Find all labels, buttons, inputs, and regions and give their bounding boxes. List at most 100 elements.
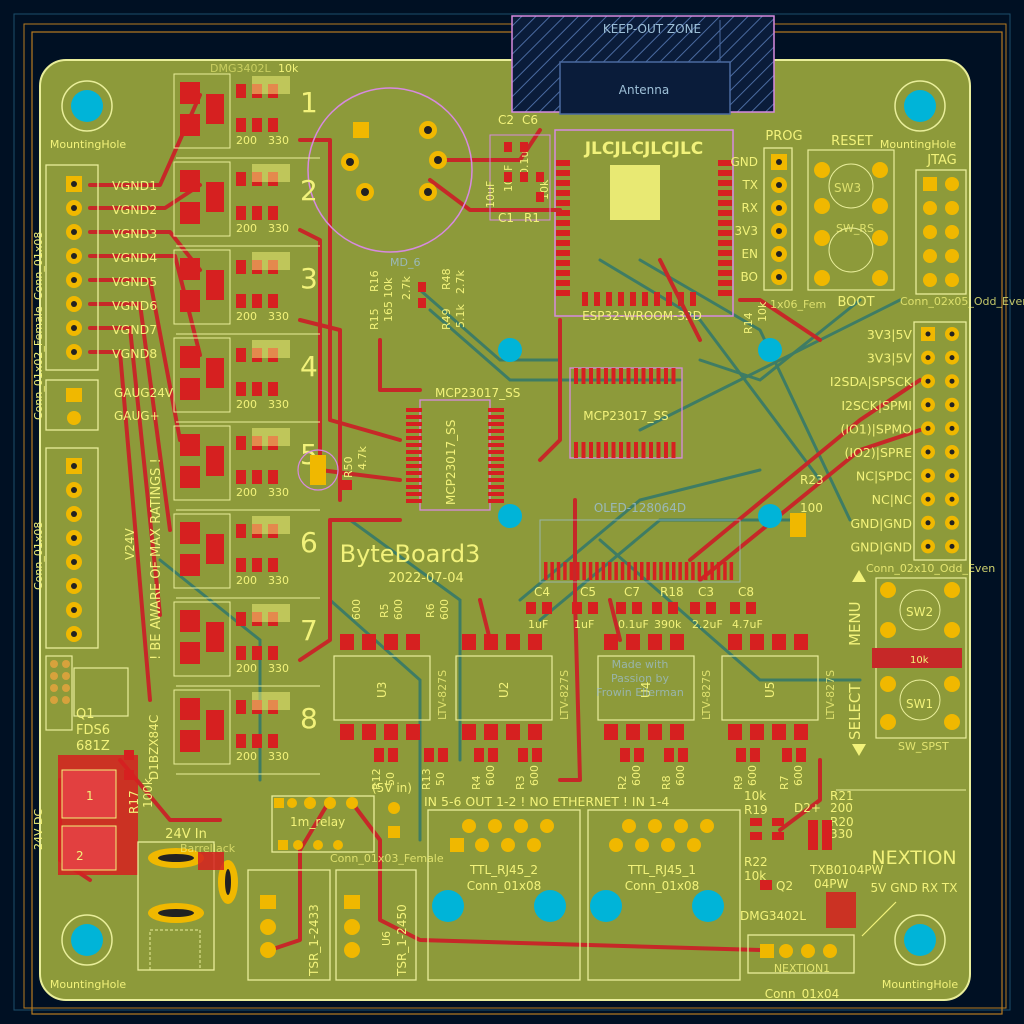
- pin-hole: [71, 487, 77, 493]
- header-pin-hole: [949, 496, 955, 502]
- opto-ref: U4: [639, 682, 653, 698]
- channel-pad: [268, 470, 278, 484]
- r22-val: 10k: [744, 869, 766, 883]
- esp-pad: [556, 240, 570, 246]
- opto-pad: [670, 634, 684, 650]
- channel-pad: [236, 206, 246, 220]
- esp-pad: [642, 292, 648, 306]
- channel-pad: [236, 470, 246, 484]
- res-val: 50: [384, 772, 397, 786]
- channel-pad: [252, 470, 262, 484]
- esp-pad: [556, 160, 570, 166]
- v24-label: V24V: [123, 528, 137, 560]
- channel-pad: [236, 260, 246, 274]
- opto-pad: [728, 634, 742, 650]
- nextion-conn2: Conn_01x04: [765, 987, 840, 1001]
- mcp-pad: [641, 368, 646, 384]
- r15-val: 165: [382, 301, 395, 322]
- rj45-notes: IN 5-6 OUT 1-2 ! NO ETHERNET ! IN 1-4: [424, 794, 669, 809]
- cap-pad: [668, 602, 678, 614]
- channel-pad: [252, 558, 262, 572]
- rj45-pad: [450, 838, 464, 852]
- channel-pad-array: [252, 164, 290, 182]
- mcp-pad: [406, 422, 422, 426]
- oled-pad: [601, 562, 606, 580]
- channel-res-a: 200: [236, 222, 257, 235]
- mcp-pad: [406, 499, 422, 503]
- esp-pad: [618, 292, 624, 306]
- channel-pad: [236, 646, 246, 660]
- mcp-pad: [656, 442, 661, 458]
- esp32-module: JLCJLCJLCJLC ESP32-WROOM-32D: [554, 129, 734, 323]
- reset-boot: RESET SW3 SW_RS BOOT: [807, 134, 895, 310]
- mcp-pad: [488, 485, 504, 489]
- mcp-pad: [488, 443, 504, 447]
- mcp-pad: [406, 450, 422, 454]
- sw-rs-label: SW_RS: [836, 222, 874, 235]
- board-date: 2022-07-04: [388, 571, 464, 586]
- r17-val: 100k: [141, 778, 155, 808]
- made-with-2: Passion by: [611, 672, 670, 685]
- channel-pad: [206, 94, 224, 124]
- res-pad: [518, 748, 528, 762]
- board-title: ByteBoard3: [340, 540, 481, 568]
- mcp-pad: [406, 457, 422, 461]
- jtag-pin: [923, 201, 937, 215]
- channel-pad: [206, 182, 224, 212]
- opto-ref: U5: [763, 682, 777, 698]
- rj45-pad: [488, 819, 502, 833]
- mcp-pad: [611, 442, 616, 458]
- cap-val: 0.1uF: [618, 618, 649, 631]
- pin-hole: [71, 607, 77, 613]
- top-traces: [58, 93, 922, 952]
- r6-val: 600: [438, 599, 451, 620]
- menu-switches: SW2 SW1 10k SW_SPST MENU SELECT: [846, 570, 967, 756]
- mh-label-tl: MountingHole: [50, 138, 127, 151]
- pad-1: 1: [86, 789, 94, 803]
- oled-pad: [665, 562, 670, 580]
- sw2-label: SW2: [906, 605, 933, 619]
- esp-pad: [556, 170, 570, 176]
- q2-part: DMG3402L: [740, 909, 806, 923]
- channel-pad: [180, 202, 200, 224]
- opto-pad: [340, 724, 354, 740]
- cap-ref: C7: [624, 585, 640, 599]
- header-pin-hole: [949, 473, 955, 479]
- opto-pad: [384, 634, 398, 650]
- vgnd-label: VGND3: [112, 226, 157, 241]
- res-pad: [424, 748, 434, 762]
- opto-pad: [772, 724, 786, 740]
- header-pin-hole: [949, 449, 955, 455]
- res-pad: [388, 748, 398, 762]
- cap-val: 2.2uF: [692, 618, 723, 631]
- channel-pad: [206, 622, 224, 652]
- menu-label: MENU: [846, 601, 864, 646]
- res-ref: R8: [660, 775, 673, 790]
- mcp-pad: [406, 478, 422, 482]
- r5-r6: R5 600 R6 600 600: [350, 599, 451, 620]
- esp-pad: [556, 210, 570, 216]
- channel-res-a: 200: [236, 486, 257, 499]
- top-caps: C2 C6 C1 R1 10uF 10uF 0.1uF 10k: [484, 113, 551, 225]
- channel-pad-array: [252, 692, 290, 710]
- mcp-pad: [671, 442, 676, 458]
- left-connectors: Conn_01x08 Conn_01x02_Female Conn_01x08: [32, 164, 99, 649]
- esp-pad: [718, 250, 732, 256]
- oled-pad: [588, 562, 593, 580]
- channel-pad: [180, 170, 200, 192]
- oled-pad: [608, 562, 612, 580]
- q1-label: Q1: [76, 707, 95, 722]
- mcp-pad: [488, 436, 504, 440]
- pin-hole: [71, 535, 77, 541]
- opto-body: [455, 655, 553, 721]
- channel-mosfet: [173, 337, 231, 413]
- res-val: 600: [674, 765, 687, 786]
- esp-pad: [556, 180, 570, 186]
- arrow-down-icon: [852, 744, 866, 756]
- opto-pad: [728, 724, 742, 740]
- r20-val: 330: [830, 827, 853, 841]
- u6-label: U6: [380, 931, 393, 946]
- mcp-pad: [488, 408, 504, 412]
- rj45-pad: [687, 838, 701, 852]
